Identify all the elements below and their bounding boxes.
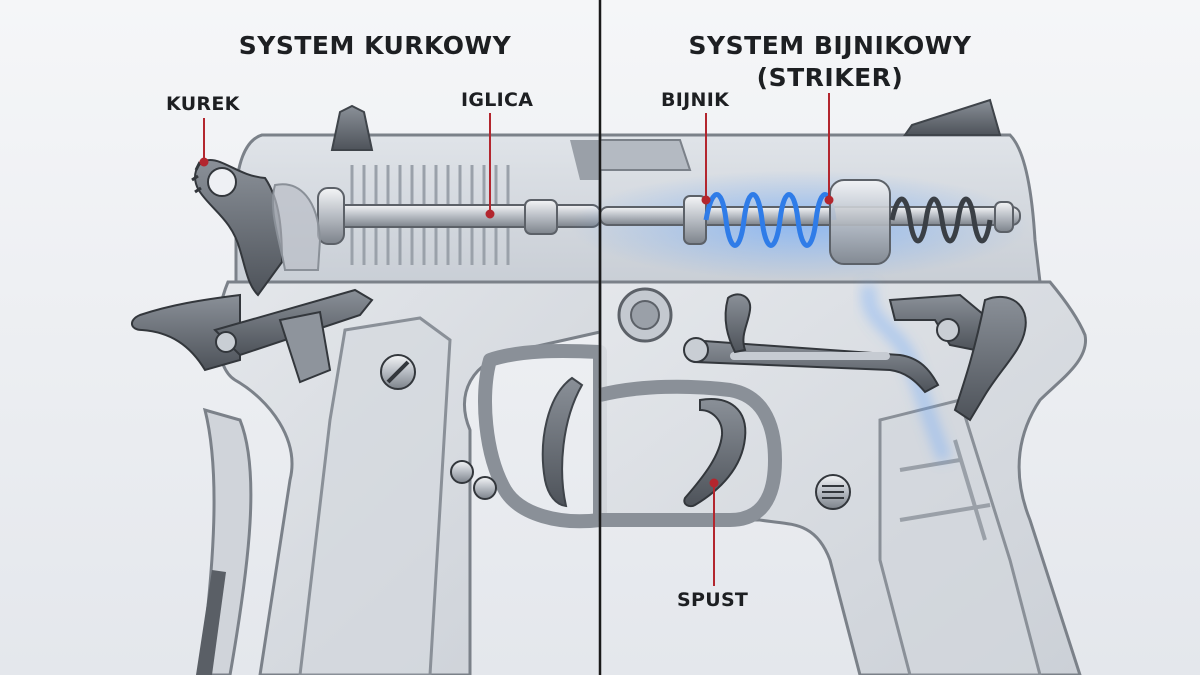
firing-pin-head: [317, 187, 345, 245]
striker-system-pistol: [570, 98, 1087, 675]
left-rear-sight: [330, 104, 374, 151]
grip-screw-slot: [386, 360, 410, 384]
hammer-checkering: [191, 161, 202, 194]
leader-iglica-dot: [485, 209, 495, 219]
firing-pin: [329, 204, 601, 228]
beavertail: [131, 293, 241, 372]
right-title-line2: (STRIKER): [756, 63, 904, 92]
right-ejection-port: [599, 139, 692, 171]
left-small-pin: [450, 460, 474, 484]
striker-spring: [703, 192, 837, 248]
trigger-pin: [683, 337, 709, 363]
left-grip-panel: [298, 316, 452, 675]
rear-spring: [889, 196, 993, 244]
striker-sleeve: [829, 179, 891, 265]
hammer-system-pistol: [131, 104, 607, 675]
leader-kurek-dot: [199, 157, 209, 167]
label-bijnik: BIJNIK: [661, 89, 730, 111]
left-small-screw: [473, 476, 497, 500]
trigger-safety: [724, 293, 752, 354]
label-kurek: KUREK: [166, 93, 240, 115]
left-ejection-port: [570, 140, 600, 180]
right-rear-sight: [903, 98, 1002, 136]
sear-pin: [215, 331, 237, 353]
striker-head: [683, 195, 707, 245]
right-trigger: [683, 398, 747, 508]
leader-lines: [199, 93, 834, 586]
leader-spring-dot: [824, 195, 834, 205]
striker-cap: [994, 201, 1014, 233]
left-title: SYSTEM KURKOWY: [238, 31, 512, 60]
leader-spust-dot: [709, 478, 719, 488]
trigger-housing: [953, 295, 1027, 422]
hammer-spur-hole: [207, 167, 237, 197]
left-trigger: [541, 376, 584, 508]
right-title-line1: SYSTEM BIJNIKOWY: [688, 31, 972, 60]
slide-stop-pin-center: [630, 300, 660, 330]
connector-pin: [936, 318, 960, 342]
left-grip-edge: [196, 570, 226, 675]
left-trigger-guard: [478, 343, 607, 529]
firing-pin-collar: [524, 199, 558, 235]
label-spust: SPUST: [677, 589, 749, 611]
leader-bijnik-dot: [701, 195, 711, 205]
right-trigger-guard: [598, 379, 782, 527]
right-grip-ribs: [899, 439, 991, 541]
locking-block-pin-knurl: [822, 485, 844, 499]
disconnector: [278, 310, 332, 384]
label-iglica: IGLICA: [461, 89, 534, 111]
hammer-internal: [271, 183, 322, 271]
trigger-bar-slot: [730, 352, 890, 360]
